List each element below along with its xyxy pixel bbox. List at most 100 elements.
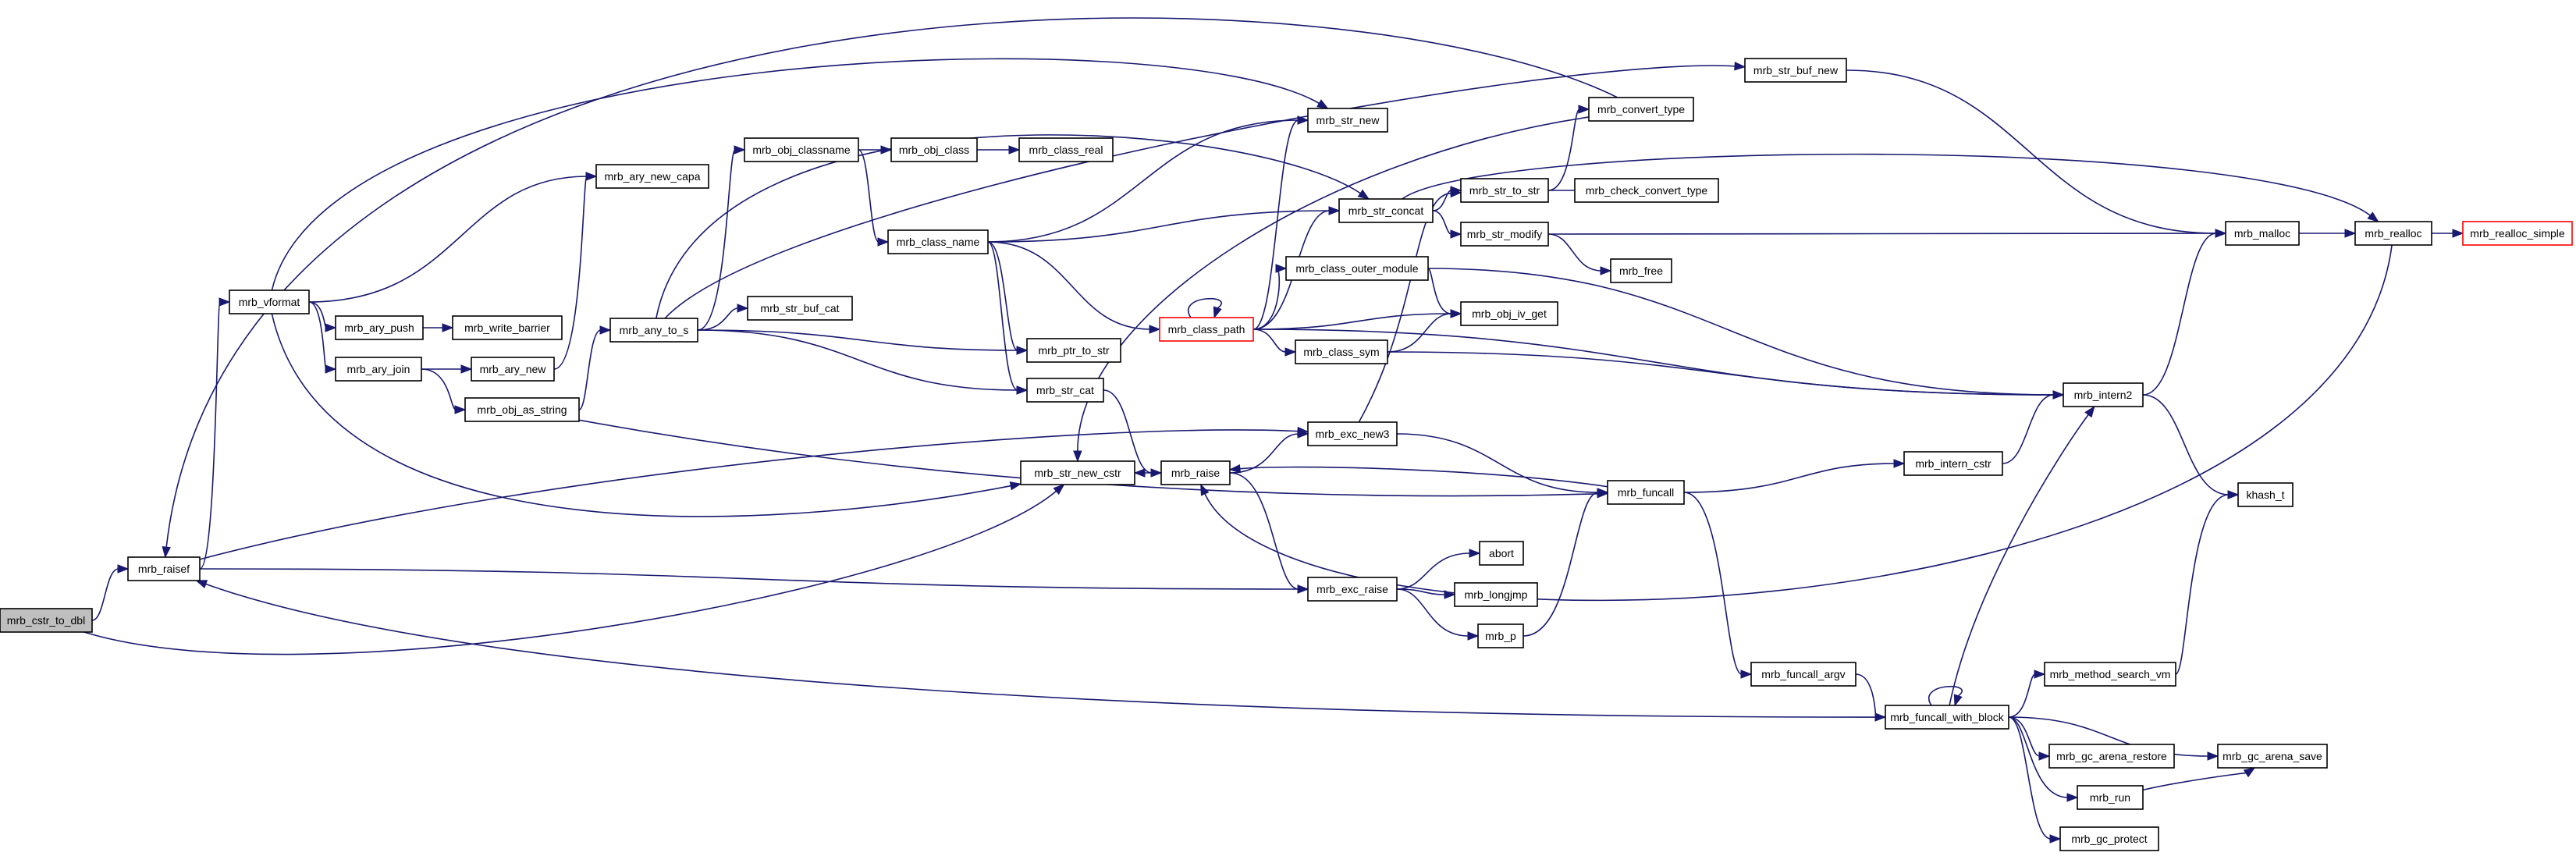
node-mrb-write-barrier[interactable]: mrb_write_barrier bbox=[452, 315, 563, 340]
node-mrb-ary-new-capa[interactable]: mrb_ary_new_capa bbox=[595, 164, 709, 189]
node-box-mrb-str-new-cstr bbox=[1020, 460, 1135, 485]
node-mrb-str-buf-cat[interactable]: mrb_str_buf_cat bbox=[747, 296, 853, 321]
node-mrb-funcall-with-block[interactable]: mrb_funcall_with_block bbox=[1885, 705, 2009, 730]
edge-mrb-class-name-to-mrb-str-cat bbox=[987, 241, 1029, 395]
node-box-mrb-ptr-to-str bbox=[1026, 338, 1121, 363]
edge-mrb-funcall-to-mrb-intern-cstr bbox=[1683, 459, 1906, 493]
node-mrb-class-sym[interactable]: mrb_class_sym bbox=[1295, 339, 1388, 364]
edge-mrb-p-to-mrb-funcall-line bbox=[1523, 492, 1599, 637]
edge-mrb-class-sym-to-mrb-intern2 bbox=[1387, 351, 2065, 400]
edge-mrb-funcall-to-mrb-intern-cstr-arrowhead bbox=[1893, 459, 1906, 468]
node-mrb-gc-arena-save[interactable]: mrb_gc_arena_save bbox=[2217, 744, 2328, 769]
edge-mrb-intern-cstr-to-mrb-intern2-line bbox=[2002, 394, 2055, 464]
node-mrb-raisef[interactable]: mrb_raisef bbox=[127, 556, 201, 581]
node-mrb-obj-class[interactable]: mrb_obj_class bbox=[890, 137, 978, 162]
node-mrb-run[interactable]: mrb_run bbox=[2077, 785, 2144, 810]
node-mrb-class-path[interactable]: mrb_class_path bbox=[1159, 317, 1254, 342]
edge-mrb-vformat-to-mrb-str-new-cstr-line bbox=[271, 313, 1012, 517]
node-label-mrb-convert-type: mrb_convert_type bbox=[1597, 103, 1685, 115]
edge-mrb-str-modify-to-mrb-malloc bbox=[1547, 229, 2227, 238]
node-box-mrb-free bbox=[1610, 258, 1672, 283]
node-box-mrb-method-search-vm bbox=[2044, 662, 2176, 687]
node-mrb-free[interactable]: mrb_free bbox=[1610, 258, 1672, 283]
node-mrb-gc-protect[interactable]: mrb_gc_protect bbox=[2059, 826, 2159, 851]
node-mrb-class-real[interactable]: mrb_class_real bbox=[1018, 137, 1114, 162]
node-mrb-str-modify[interactable]: mrb_str_modify bbox=[1460, 222, 1549, 247]
node-mrb-str-cat[interactable]: mrb_str_cat bbox=[1026, 378, 1104, 403]
edge-mrb-funcall-to-mrb-funcall-argv-arrowhead bbox=[1740, 670, 1753, 679]
edge-mrb-raise-to-mrb-exc-new3-line bbox=[1229, 433, 1299, 474]
node-label-mrb-raisef: mrb_raisef bbox=[138, 563, 190, 575]
edge-mrb-ary-join-to-mrb-obj-as-string bbox=[421, 368, 467, 414]
node-abort[interactable]: abort bbox=[1479, 541, 1524, 566]
node-mrb-obj-as-string[interactable]: mrb_obj_as_string bbox=[464, 397, 580, 422]
edge-mrb-funcall-to-mrb-raise-arrowhead bbox=[1228, 464, 1241, 474]
edge-mrb-any-to-s-to-mrb-str-buf-cat bbox=[697, 304, 749, 331]
node-label-mrb-str-cat: mrb_str_cat bbox=[1036, 384, 1094, 396]
edge-mrb-raisef-to-mrb-exc-raise-line bbox=[199, 568, 1299, 590]
node-mrb-ary-push[interactable]: mrb_ary_push bbox=[335, 315, 424, 340]
node-mrb-any-to-s[interactable]: mrb_any_to_s bbox=[609, 318, 698, 343]
node-mrb-class-name[interactable]: mrb_class_name bbox=[887, 229, 989, 254]
node-mrb-method-search-vm[interactable]: mrb_method_search_vm bbox=[2044, 662, 2176, 687]
node-box-mrb-str-concat bbox=[1338, 198, 1434, 223]
edge-mrb-obj-classname-to-mrb-class-name bbox=[858, 149, 890, 247]
node-mrb-ptr-to-str[interactable]: mrb_ptr_to_str bbox=[1026, 338, 1121, 363]
edge-mrb-exc-raise-to-abort-line bbox=[1396, 552, 1471, 590]
node-box-mrb-str-new bbox=[1307, 108, 1388, 133]
node-khash-t[interactable]: khash_t bbox=[2237, 482, 2294, 507]
edge-mrb-funcall-with-block-to-mrb-funcall-with-block bbox=[1928, 685, 1963, 707]
node-mrb-obj-iv-get[interactable]: mrb_obj_iv_get bbox=[1460, 301, 1558, 326]
edge-mrb-str-modify-to-mrb-free-arrowhead bbox=[1600, 266, 1612, 275]
node-mrb-vformat[interactable]: mrb_vformat bbox=[229, 289, 310, 314]
node-box-mrb-obj-as-string bbox=[464, 397, 580, 422]
node-mrb-raise[interactable]: mrb_raise bbox=[1160, 460, 1231, 485]
node-mrb-funcall[interactable]: mrb_funcall bbox=[1607, 480, 1685, 505]
node-mrb-ary-join[interactable]: mrb_ary_join bbox=[335, 357, 422, 382]
node-mrb-p[interactable]: mrb_p bbox=[1477, 623, 1524, 648]
edge-mrb-class-path-to-mrb-class-outer-module-line bbox=[1252, 268, 1281, 330]
edge-mrb-class-name-to-mrb-ptr-to-str-arrowhead bbox=[1016, 346, 1029, 355]
node-mrb-str-to-str[interactable]: mrb_str_to_str bbox=[1460, 178, 1549, 203]
edge-mrb-raise-to-mrb-str-new-cstr bbox=[1133, 468, 1161, 478]
edge-mrb-vformat-to-mrb-ary-push bbox=[308, 301, 337, 332]
node-box-mrb-longjmp bbox=[1454, 582, 1538, 607]
node-mrb-realloc[interactable]: mrb_realloc bbox=[2354, 221, 2432, 246]
node-mrb-str-buf-new[interactable]: mrb_str_buf_new bbox=[1744, 58, 1847, 83]
node-label-mrb-obj-as-string: mrb_obj_as_string bbox=[477, 403, 567, 416]
node-mrb-convert-type[interactable]: mrb_convert_type bbox=[1588, 97, 1694, 122]
node-box-mrb-class-real bbox=[1018, 137, 1114, 162]
node-mrb-funcall-argv[interactable]: mrb_funcall_argv bbox=[1750, 662, 1856, 687]
edge-mrb-funcall-to-mrb-raise-line bbox=[1238, 466, 1608, 488]
edge-mrb-any-to-s-to-mrb-str-buf-cat-arrowhead bbox=[737, 304, 749, 313]
node-mrb-str-new[interactable]: mrb_str_new bbox=[1307, 108, 1388, 133]
edge-mrb-intern-cstr-to-mrb-intern2-arrowhead bbox=[2052, 390, 2065, 400]
node-mrb-class-outer-module[interactable]: mrb_class_outer_module bbox=[1285, 256, 1429, 281]
node-mrb-check-convert-type[interactable]: mrb_check_convert_type bbox=[1574, 178, 1719, 203]
edge-mrb-class-name-to-mrb-class-path bbox=[987, 241, 1161, 334]
edge-mrb-raisef-to-mrb-exc-raise bbox=[199, 568, 1309, 594]
node-mrb-intern2[interactable]: mrb_intern2 bbox=[2063, 382, 2144, 407]
node-mrb-exc-raise[interactable]: mrb_exc_raise bbox=[1307, 577, 1398, 602]
edge-mrb-intern2-to-mrb-malloc-arrowhead bbox=[2215, 229, 2227, 238]
node-mrb-str-new-cstr[interactable]: mrb_str_new_cstr bbox=[1020, 460, 1135, 485]
node-mrb-obj-classname[interactable]: mrb_obj_classname bbox=[744, 137, 859, 162]
node-box-mrb-ary-join bbox=[335, 357, 422, 382]
node-mrb-ary-new[interactable]: mrb_ary_new bbox=[471, 357, 555, 382]
node-label-mrb-class-real: mrb_class_real bbox=[1029, 144, 1103, 156]
node-mrb-malloc[interactable]: mrb_malloc bbox=[2225, 221, 2300, 246]
node-mrb-intern-cstr[interactable]: mrb_intern_cstr bbox=[1903, 451, 2003, 476]
node-mrb-longjmp[interactable]: mrb_longjmp bbox=[1454, 582, 1538, 607]
node-box-mrb-class-name bbox=[887, 229, 989, 254]
node-mrb-str-concat[interactable]: mrb_str_concat bbox=[1338, 198, 1434, 223]
edge-mrb-str-concat-to-mrb-realloc-arrowhead bbox=[2367, 211, 2379, 222]
node-mrb-gc-arena-restore[interactable]: mrb_gc_arena_restore bbox=[2048, 744, 2175, 769]
edge-mrb-intern2-to-mrb-malloc bbox=[2142, 229, 2227, 396]
node-mrb-realloc-simple[interactable]: mrb_realloc_simple bbox=[2462, 221, 2573, 246]
node-mrb-exc-new3[interactable]: mrb_exc_new3 bbox=[1307, 421, 1398, 446]
edge-mrb-vformat-to-mrb-ary-new-capa bbox=[308, 172, 598, 303]
node-label-mrb-gc-protect: mrb_gc_protect bbox=[2071, 833, 2147, 845]
edge-mrb-exc-raise-to-mrb-p-arrowhead bbox=[1467, 631, 1480, 641]
edge-mrb-any-to-s-to-mrb-str-buf-new-arrowhead bbox=[1734, 62, 1746, 71]
node-box-mrb-realloc-simple bbox=[2462, 221, 2573, 246]
